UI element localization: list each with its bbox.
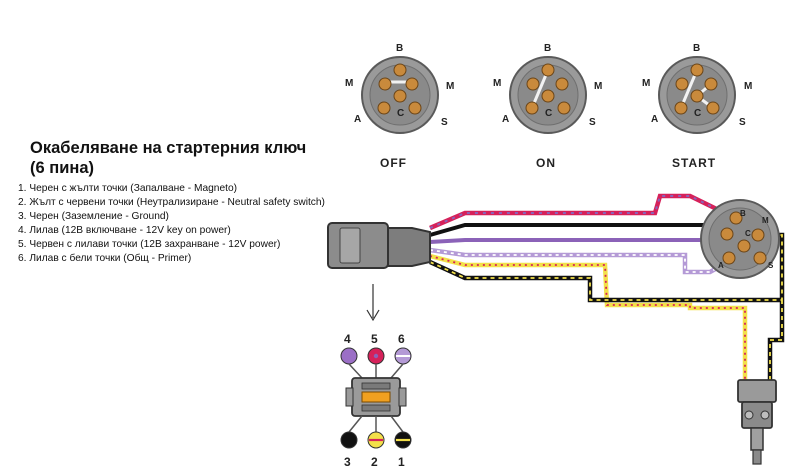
pin-label-s: S	[739, 117, 746, 128]
pin-label-m-left: M	[642, 78, 650, 89]
pin-label-b: B	[544, 43, 551, 54]
switch-label-a: A	[718, 261, 724, 270]
switch-screw-left	[744, 410, 754, 420]
diagram-title: Окабеляване на стартерния ключ (6 пина)	[30, 138, 306, 178]
connector-number-3: 3	[344, 455, 351, 469]
pin-label-s: S	[589, 117, 596, 128]
switch-pin-b	[729, 211, 743, 225]
pin-label-a: A	[354, 114, 361, 125]
legend-item: 4. Лилав (12В включване - 12V key on pow…	[18, 225, 231, 236]
connector-number-5: 5	[371, 332, 378, 346]
pin-label-c: C	[545, 108, 552, 119]
pin-label-s: S	[441, 117, 448, 128]
pin-s	[408, 101, 422, 115]
pin-a	[674, 101, 688, 115]
legend-item: 5. Червен с лилави точки (12В захранване…	[18, 239, 281, 250]
key-position-on: B M M A C S ON	[493, 43, 602, 170]
pin-s	[557, 101, 571, 115]
pin-label-c: C	[397, 108, 404, 119]
pin-b	[541, 63, 555, 77]
pin-c	[393, 89, 407, 103]
plug-neck	[387, 227, 431, 267]
neutral-safety-switch	[737, 379, 777, 465]
connector-wire-3-black	[340, 431, 358, 449]
switch-label-c: C	[745, 229, 751, 238]
bridge	[679, 69, 699, 109]
pin-b	[690, 63, 704, 77]
pin-label-a: A	[651, 114, 658, 125]
pin-c	[690, 89, 704, 103]
pin-a	[525, 101, 539, 115]
position-label-off: OFF	[380, 156, 407, 170]
wire-red-purple	[429, 193, 736, 231]
title-line-1: Окабеляване на стартерния ключ	[30, 139, 307, 157]
key-position-start: B M M A C S START	[642, 43, 752, 170]
arrow-down-icon	[366, 284, 380, 322]
connector-number-6: 6	[398, 332, 405, 346]
switch-tip	[752, 449, 762, 465]
switch-housing	[737, 379, 777, 403]
wire-harness	[429, 193, 785, 380]
bridge	[530, 69, 550, 109]
pin-b	[393, 63, 407, 77]
switch-screw-right	[760, 410, 770, 420]
pin-label-b: B	[693, 43, 700, 54]
title-line-2: (6 пина)	[30, 159, 95, 177]
pin-label-m-left: M	[345, 78, 353, 89]
switch-label-m: M	[762, 216, 769, 225]
connector-number-4: 4	[344, 332, 351, 346]
position-label-on: ON	[536, 156, 556, 170]
wire-black	[429, 223, 736, 237]
position-label-start: START	[672, 156, 716, 170]
pin-m-right	[405, 77, 419, 91]
switch-pin-a	[722, 251, 736, 265]
switch-pin-m-right	[751, 228, 765, 242]
wire-yellow-red	[429, 253, 748, 380]
pin-m-right	[704, 77, 718, 91]
legend-item: 3. Черен (Заземление - Ground)	[18, 211, 169, 222]
plug-latch	[339, 227, 361, 264]
pin-label-m-left: M	[493, 78, 501, 89]
wire-legend: 1. Черен с жълти точки (Запалване - Magn…	[18, 182, 325, 266]
pin-m-left	[378, 77, 392, 91]
legend-item: 1. Черен с жълти точки (Запалване - Magn…	[18, 183, 237, 194]
pin-label-m-right: M	[446, 81, 454, 92]
connector-number-1: 1	[398, 455, 405, 469]
pin-label-a: A	[502, 114, 509, 125]
ignition-switch-back: B M C S A	[700, 199, 780, 279]
pin-a	[377, 101, 391, 115]
wire-black-yellow	[429, 232, 785, 380]
pin-label-b: B	[396, 43, 403, 54]
switch-plunger	[750, 427, 764, 451]
pin-m-left	[675, 77, 689, 91]
legend-item: 6. Лилав с бели точки (Общ - Primer)	[18, 253, 192, 264]
harness-connector-plug	[327, 222, 431, 269]
connector-tab-right	[398, 387, 407, 407]
pin-label-m-right: M	[594, 81, 602, 92]
connector-number-2: 2	[371, 455, 378, 469]
connector-slot-top	[361, 382, 391, 390]
wire-purple	[429, 238, 736, 250]
connector-tab-left	[345, 387, 354, 407]
switch-pin-s	[753, 251, 767, 265]
pin-label-m-right: M	[744, 81, 752, 92]
switch-label-s: S	[768, 261, 774, 270]
pin-s	[706, 101, 720, 115]
switch-pin-m-left	[720, 227, 734, 241]
connector-wire-4-purple	[340, 347, 358, 365]
switch-pin-c	[737, 239, 751, 253]
legend-item: 2. Жълт с червени точки (Неутрализиране …	[18, 197, 325, 208]
switch-label-b: B	[740, 209, 746, 218]
pin-c	[541, 89, 555, 103]
pin-m-left	[526, 77, 540, 91]
pin-label-c: C	[694, 108, 701, 119]
connector-key	[361, 391, 391, 403]
wire-purple-white	[429, 247, 730, 275]
pin-m-right	[555, 77, 569, 91]
key-position-off: B M M A C S OFF	[345, 43, 454, 170]
connector-pinout: 4 5 6 3 2 1	[340, 332, 412, 469]
connector-wire-5-dot	[373, 353, 379, 359]
connector-slot-bottom	[361, 404, 391, 412]
